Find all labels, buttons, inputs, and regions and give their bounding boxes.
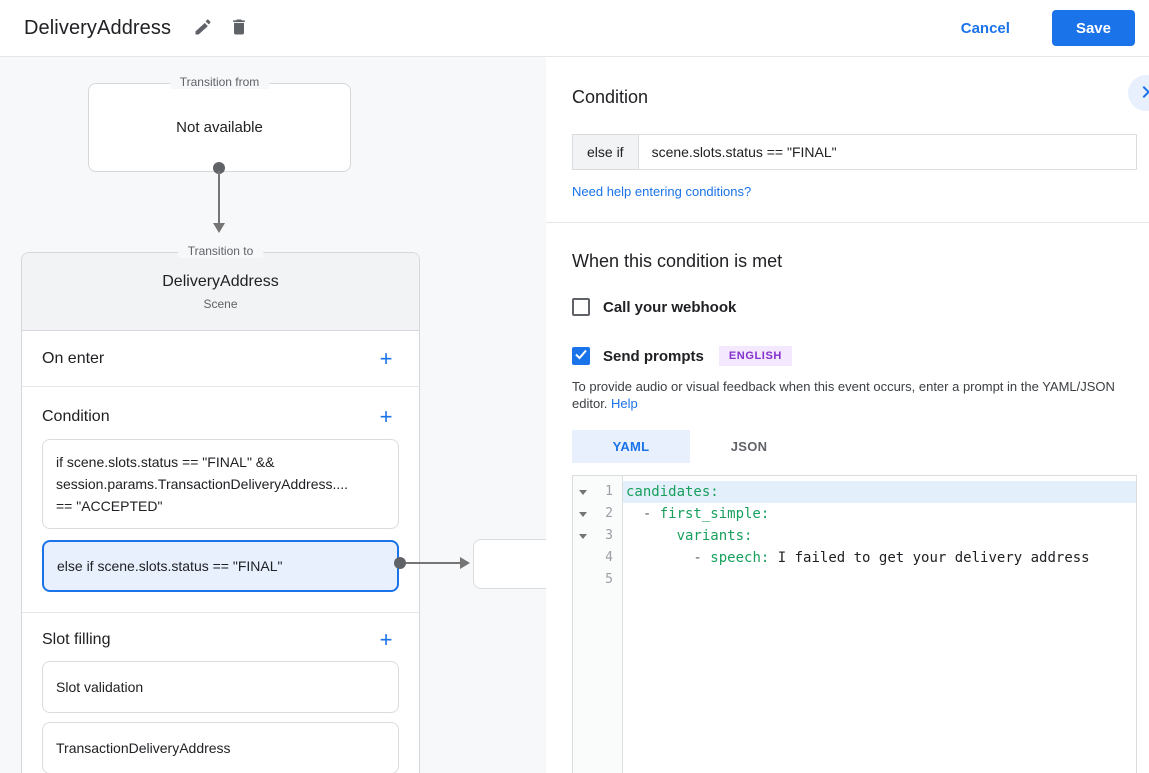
condition-item-if[interactable]: if scene.slots.status == "FINAL" && sess… <box>42 439 399 529</box>
panel-title: Condition <box>572 87 649 107</box>
editor-code-area[interactable]: candidates: - first_simple: variants: - … <box>623 476 1136 773</box>
on-enter-section: On enter + <box>22 331 419 387</box>
transition-to-label: Transition to <box>177 244 264 258</box>
top-bar: DeliveryAddress Cancel Save <box>0 0 1149 57</box>
add-slot-button[interactable]: + <box>373 629 399 651</box>
code-token: - <box>626 506 660 522</box>
page-title: DeliveryAddress <box>24 16 172 39</box>
line-number: 5 <box>605 572 613 587</box>
line-number: 2 <box>605 506 613 521</box>
scene-card-header[interactable]: DeliveryAddress Scene <box>22 253 419 331</box>
call-webhook-label: Call your webhook <box>603 298 737 316</box>
code-token: - <box>626 550 711 566</box>
send-prompts-label: Send prompts <box>603 347 704 365</box>
language-badge: ENGLISH <box>718 346 792 366</box>
save-button[interactable]: Save <box>1051 10 1135 46</box>
add-condition-button[interactable]: + <box>373 406 399 428</box>
panel-divider <box>546 222 1149 223</box>
trash-icon <box>229 17 249 40</box>
arrow-right-icon <box>460 557 470 569</box>
checkmark-icon <box>572 345 590 368</box>
condition-section-title: Condition <box>42 408 110 425</box>
arrow-down-icon <box>213 223 225 233</box>
send-prompts-checkbox[interactable] <box>572 347 590 365</box>
code-token: speech: <box>710 550 770 566</box>
scene-type: Scene <box>203 297 238 311</box>
edit-scene-button[interactable] <box>185 10 221 46</box>
line-number: 4 <box>605 550 613 565</box>
slot-filling-title: Slot filling <box>42 631 111 648</box>
description-text: To provide audio or visual feedback when… <box>572 379 1115 411</box>
code-line[interactable]: candidates: <box>623 481 1136 503</box>
tab-yaml[interactable]: YAML <box>572 430 690 463</box>
code-token: variants: <box>676 528 753 544</box>
connector-dot <box>213 162 225 174</box>
connector-line-vertical <box>218 171 220 225</box>
prompt-editor-description: To provide audio or visual feedback when… <box>572 378 1137 412</box>
call-webhook-checkbox[interactable] <box>572 298 590 316</box>
code-line[interactable]: variants: <box>623 525 1136 547</box>
editor-gutter: 1 2 3 4 5 <box>573 476 623 773</box>
scene-name: DeliveryAddress <box>162 273 279 290</box>
section-divider <box>22 612 419 613</box>
condition-if-line: session.params.TransactionDeliveryAddres… <box>56 476 349 492</box>
code-token: I failed to get your delivery address <box>769 550 1090 566</box>
code-line[interactable]: - first_simple: <box>623 503 1136 525</box>
when-condition-met-title: When this condition is met <box>572 251 783 271</box>
pencil-icon <box>193 17 213 40</box>
collapse-panel-button[interactable] <box>1128 75 1149 111</box>
slot-filling-section-header: Slot filling + <box>22 619 419 661</box>
transition-to-card: Transition to DeliveryAddress Scene On e… <box>21 244 420 773</box>
condition-editor-panel: Condition else if scene.slots.status == … <box>546 57 1149 773</box>
cancel-button[interactable]: Cancel <box>945 12 1026 45</box>
slot-item-transaction-delivery-address[interactable]: TransactionDeliveryAddress <box>42 722 399 773</box>
slot-item-validation[interactable]: Slot validation <box>42 661 399 713</box>
condition-section-header: Condition + <box>22 395 419 439</box>
code-token <box>626 528 677 544</box>
fold-arrow-icon[interactable] <box>579 534 587 539</box>
help-link[interactable]: Help <box>611 396 638 411</box>
fold-arrow-icon[interactable] <box>579 490 587 495</box>
scene-diagram-canvas: Transition from Not available Transition… <box>0 57 546 773</box>
transition-from-box[interactable]: Transition from Not available <box>88 75 351 172</box>
tab-json[interactable]: JSON <box>690 430 808 463</box>
condition-if-line: if scene.slots.status == "FINAL" && <box>56 454 275 470</box>
condition-expression-row: else if scene.slots.status == "FINAL" <box>572 134 1137 170</box>
on-enter-title: On enter <box>42 349 105 367</box>
code-token: candidates: <box>626 484 719 500</box>
code-token: first_simple: <box>659 506 770 522</box>
chevron-right-icon <box>1134 80 1149 107</box>
delete-scene-button[interactable] <box>221 10 257 46</box>
code-line[interactable] <box>623 569 1136 591</box>
send-prompts-option-row: Send prompts ENGLISH <box>572 346 1137 366</box>
gutter-line: 4 <box>573 547 622 569</box>
gutter-line: 2 <box>573 503 622 525</box>
editor-format-tabs: YAML JSON <box>572 430 1149 463</box>
line-number: 3 <box>605 528 613 543</box>
transition-target-box[interactable] <box>473 539 546 589</box>
gutter-line: 1 <box>573 481 622 503</box>
condition-item-else-if-selected[interactable]: else if scene.slots.status == "FINAL" <box>42 540 399 592</box>
add-on-enter-button[interactable]: + <box>373 347 399 370</box>
transition-from-label: Transition from <box>169 75 270 89</box>
transition-from-content: Not available <box>176 119 263 136</box>
connector-dot <box>394 557 406 569</box>
yaml-code-editor[interactable]: 1 2 3 4 5 candidates: - first_simple: va… <box>572 475 1137 773</box>
gutter-line: 3 <box>573 525 622 547</box>
condition-if-line: == "ACCEPTED" <box>56 498 163 514</box>
line-number: 1 <box>605 484 613 499</box>
webhook-option-row: Call your webhook <box>572 298 1137 316</box>
condition-expression-input[interactable]: scene.slots.status == "FINAL" <box>638 135 1136 169</box>
fold-arrow-icon[interactable] <box>579 512 587 517</box>
connector-line-horizontal <box>406 562 462 564</box>
main-area: Transition from Not available Transition… <box>0 57 1149 773</box>
gutter-line: 5 <box>573 569 622 591</box>
condition-prefix-label: else if <box>573 135 639 169</box>
code-line[interactable]: - speech: I failed to get your delivery … <box>623 547 1136 569</box>
conditions-help-link[interactable]: Need help entering conditions? <box>572 184 752 199</box>
